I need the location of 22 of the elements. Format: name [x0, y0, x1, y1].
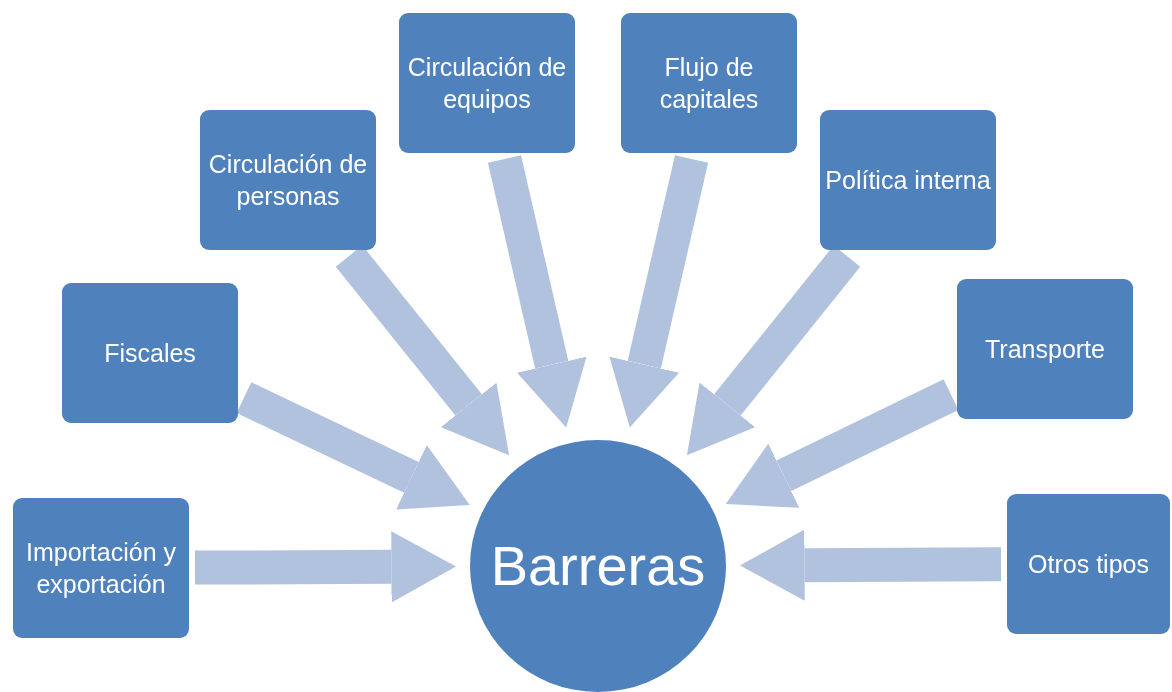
- block-arrow: [487, 155, 587, 428]
- category-box: [957, 279, 1133, 419]
- block-arrow: [609, 155, 709, 428]
- node-label: Fiscales: [104, 337, 196, 369]
- node-label: Transporte: [985, 333, 1105, 365]
- category-box: [820, 110, 996, 250]
- category-box: [621, 13, 797, 153]
- category-box: [13, 498, 189, 638]
- node-label: Circulación de personas: [207, 148, 369, 212]
- category-box: [399, 13, 575, 153]
- block-arrow: [194, 531, 456, 603]
- block-arrow: [236, 382, 470, 510]
- category-box: [62, 283, 238, 423]
- node-label: Barreras: [490, 532, 706, 599]
- node-label: Política interna: [825, 164, 991, 196]
- node-label: Otros tipos: [1028, 548, 1149, 580]
- node-label: Circulación de equipos: [406, 51, 568, 115]
- block-arrow: [725, 379, 959, 508]
- node-label: Flujo de capitales: [658, 51, 760, 115]
- node-label: Importación y exportación: [24, 536, 178, 600]
- category-box: [1007, 494, 1170, 634]
- category-box: [200, 110, 376, 250]
